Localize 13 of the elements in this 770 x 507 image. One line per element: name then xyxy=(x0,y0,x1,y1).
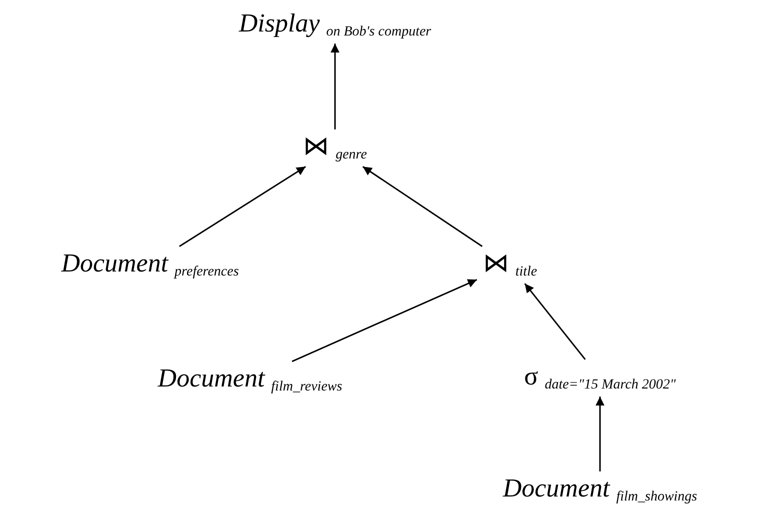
node-label: ⋈ $_{title}$ xyxy=(476,246,544,284)
node-label: σ $_{date="15 March 2002"}$ xyxy=(518,359,682,397)
arrow xyxy=(524,283,586,360)
arrow xyxy=(179,166,306,248)
arrow xyxy=(330,44,340,130)
node-label: Document $_{film_showings}$ xyxy=(496,471,704,507)
node-label: ⋈ $_{genre}$ xyxy=(297,129,373,167)
node-label: Document $_{film_reviews}$ xyxy=(152,361,348,399)
arrow xyxy=(596,396,604,472)
node-label: Document $_{preferences}$ xyxy=(55,246,245,284)
arrow xyxy=(362,166,483,248)
node-label: Display $_{on Bob's computer}$ xyxy=(232,6,438,44)
arrow xyxy=(292,278,478,362)
